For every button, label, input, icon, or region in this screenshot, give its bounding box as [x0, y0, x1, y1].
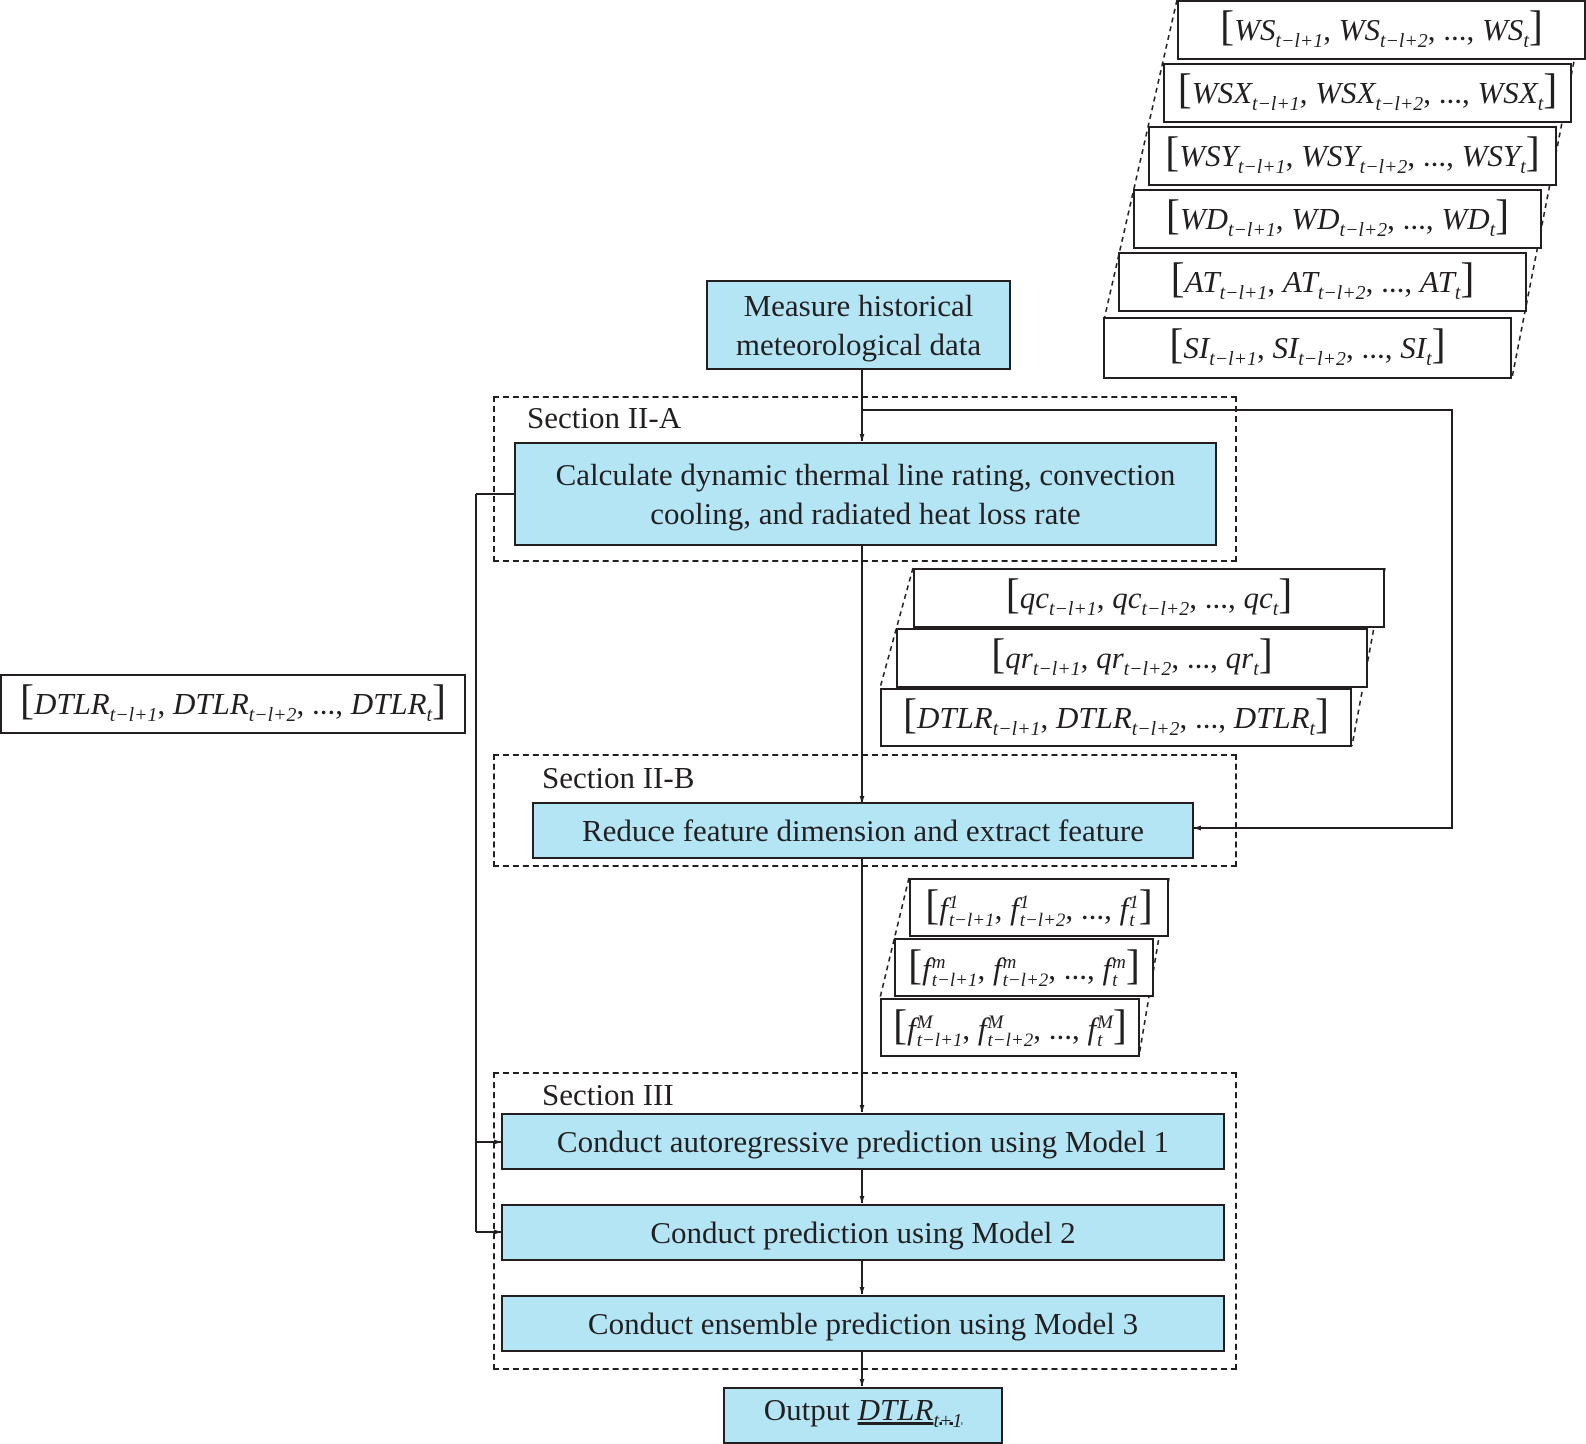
model1-step: Conduct autoregressive prediction using …	[501, 1113, 1225, 1170]
vector-at: [ATt−l+1, ATt−l+2, ..., ATt]	[1118, 252, 1527, 312]
section-3-label: Section III	[542, 1077, 674, 1112]
model3-step: Conduct ensemble prediction using Model …	[501, 1295, 1225, 1352]
model2-label: Conduct prediction using Model 2	[650, 1215, 1076, 1250]
vector-qr: [qrt−l+1, qrt−l+2, ..., qrt]	[896, 628, 1368, 688]
output-var: DTLRt+1	[857, 1391, 963, 1433]
stack-outline-calc-left	[879, 567, 914, 689]
model3-label: Conduct ensemble prediction using Model …	[587, 1306, 1139, 1341]
calculate-line-2: cooling, and radiated heat loss rate	[650, 496, 1081, 531]
stack-outline-met-right	[1511, 0, 1586, 379]
model1-label: Conduct autoregressive prediction using …	[556, 1124, 1170, 1159]
stack-outline-met-left	[1103, 0, 1178, 321]
measure-line-1: Measure historical	[743, 288, 974, 323]
vector-dtlr-history: [DTLRt−l+1, DTLRt−l+2, ..., DTLRt]	[0, 674, 466, 734]
section-2b-frame	[493, 754, 1237, 867]
calculate-rating-step: Calculate dynamic thermal line rating, c…	[514, 442, 1217, 546]
section-2a-frame	[493, 396, 1237, 562]
vector-wd: [WDt−l+1, WDt−l+2, ..., WDt]	[1133, 189, 1542, 249]
vector-si: [SIt−l+1, SIt−l+2, ..., SIt]	[1103, 317, 1512, 379]
output-prefix: Output	[763, 1391, 858, 1427]
measure-data-step: Measure historical meteorological data	[706, 280, 1011, 370]
vector-wsy: [WSYt−l+1, WSYt−l+2, ..., WSYt]	[1148, 126, 1557, 186]
calculate-line-1: Calculate dynamic thermal line rating, c…	[555, 457, 1176, 492]
section-3-frame	[493, 1072, 1237, 1370]
arrow-measure-to-reduce	[862, 409, 1453, 831]
measure-line-2: meteorological data	[735, 327, 982, 362]
vector-dtlr-calc: [DTLRt−l+1, DTLRt−l+2, ..., DTLRt]	[880, 688, 1352, 747]
section-2a-label: Section II-A	[527, 400, 682, 435]
reduce-feature-step: Reduce feature dimension and extract fea…	[532, 802, 1194, 859]
model2-step: Conduct prediction using Model 2	[501, 1204, 1225, 1261]
vector-ws: [WSt−l+1, WSt−l+2, ..., WSt]	[1177, 0, 1586, 60]
vector-wsx: [WSXt−l+1, WSXt−l+2, ..., WSXt]	[1163, 63, 1572, 123]
output-step: Output DTLRt+1	[723, 1387, 1003, 1444]
stack-outline-feat-left	[879, 877, 910, 999]
reduce-label: Reduce feature dimension and extract fea…	[581, 813, 1145, 848]
section-2b-label: Section II-B	[542, 760, 695, 795]
vector-qc: [qct−l+1, qct−l+2, ..., qct]	[913, 568, 1385, 628]
